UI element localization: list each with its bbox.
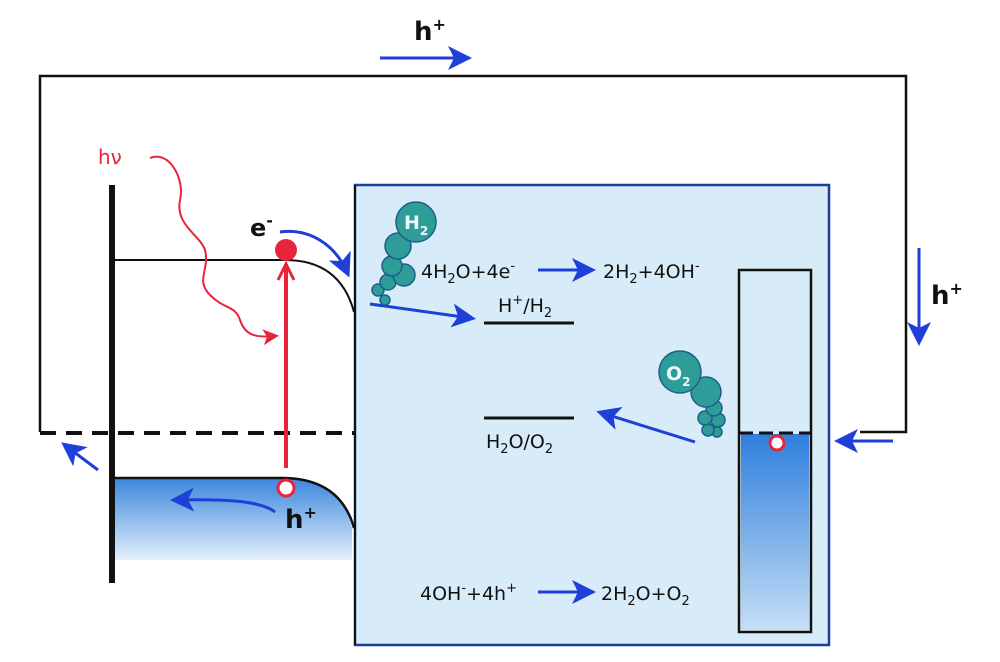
hole-dot	[276, 478, 296, 498]
reduction-reactants: 4H2O+4e-	[421, 259, 515, 287]
o2-to-redox-arrow	[596, 406, 696, 444]
counter-hole-dot	[768, 434, 786, 452]
oxidation-products: 2H2O+O2	[601, 583, 690, 609]
reduction-products: 2H2+4OH-	[603, 259, 700, 287]
electron-transfer-arrow	[279, 229, 351, 278]
h2-redox-label: H+/H2	[498, 293, 552, 321]
contact-exit-arrow	[61, 442, 99, 472]
right-hole-label: h+	[931, 279, 963, 311]
h2-bubble-label: H2	[404, 212, 428, 238]
photon-wave	[149, 155, 279, 346]
hole-drift-arrow	[170, 487, 276, 514]
electron-to-h2-arrow	[369, 302, 476, 328]
valence-band-edge	[115, 476, 356, 529]
external-circuit-wire	[38, 74, 908, 434]
photon-label: hν	[98, 145, 122, 169]
oxidation-reactants: 4OH-+4h+	[420, 581, 517, 605]
h2-bubbles	[371, 201, 437, 306]
excitation-arrowhead	[276, 260, 296, 281]
o2-redox-label: H2O/O2	[486, 431, 553, 457]
valence-hole-label: h+	[285, 503, 317, 535]
top-hole-label: h+	[414, 15, 446, 47]
counter-electrode-fill	[741, 434, 809, 630]
conduction-band-edge	[115, 259, 355, 313]
o2-bubbles	[658, 350, 726, 438]
electron-label: e-	[250, 211, 273, 242]
electron-dot	[275, 239, 297, 261]
o2-bubble-label: O2	[666, 363, 691, 389]
